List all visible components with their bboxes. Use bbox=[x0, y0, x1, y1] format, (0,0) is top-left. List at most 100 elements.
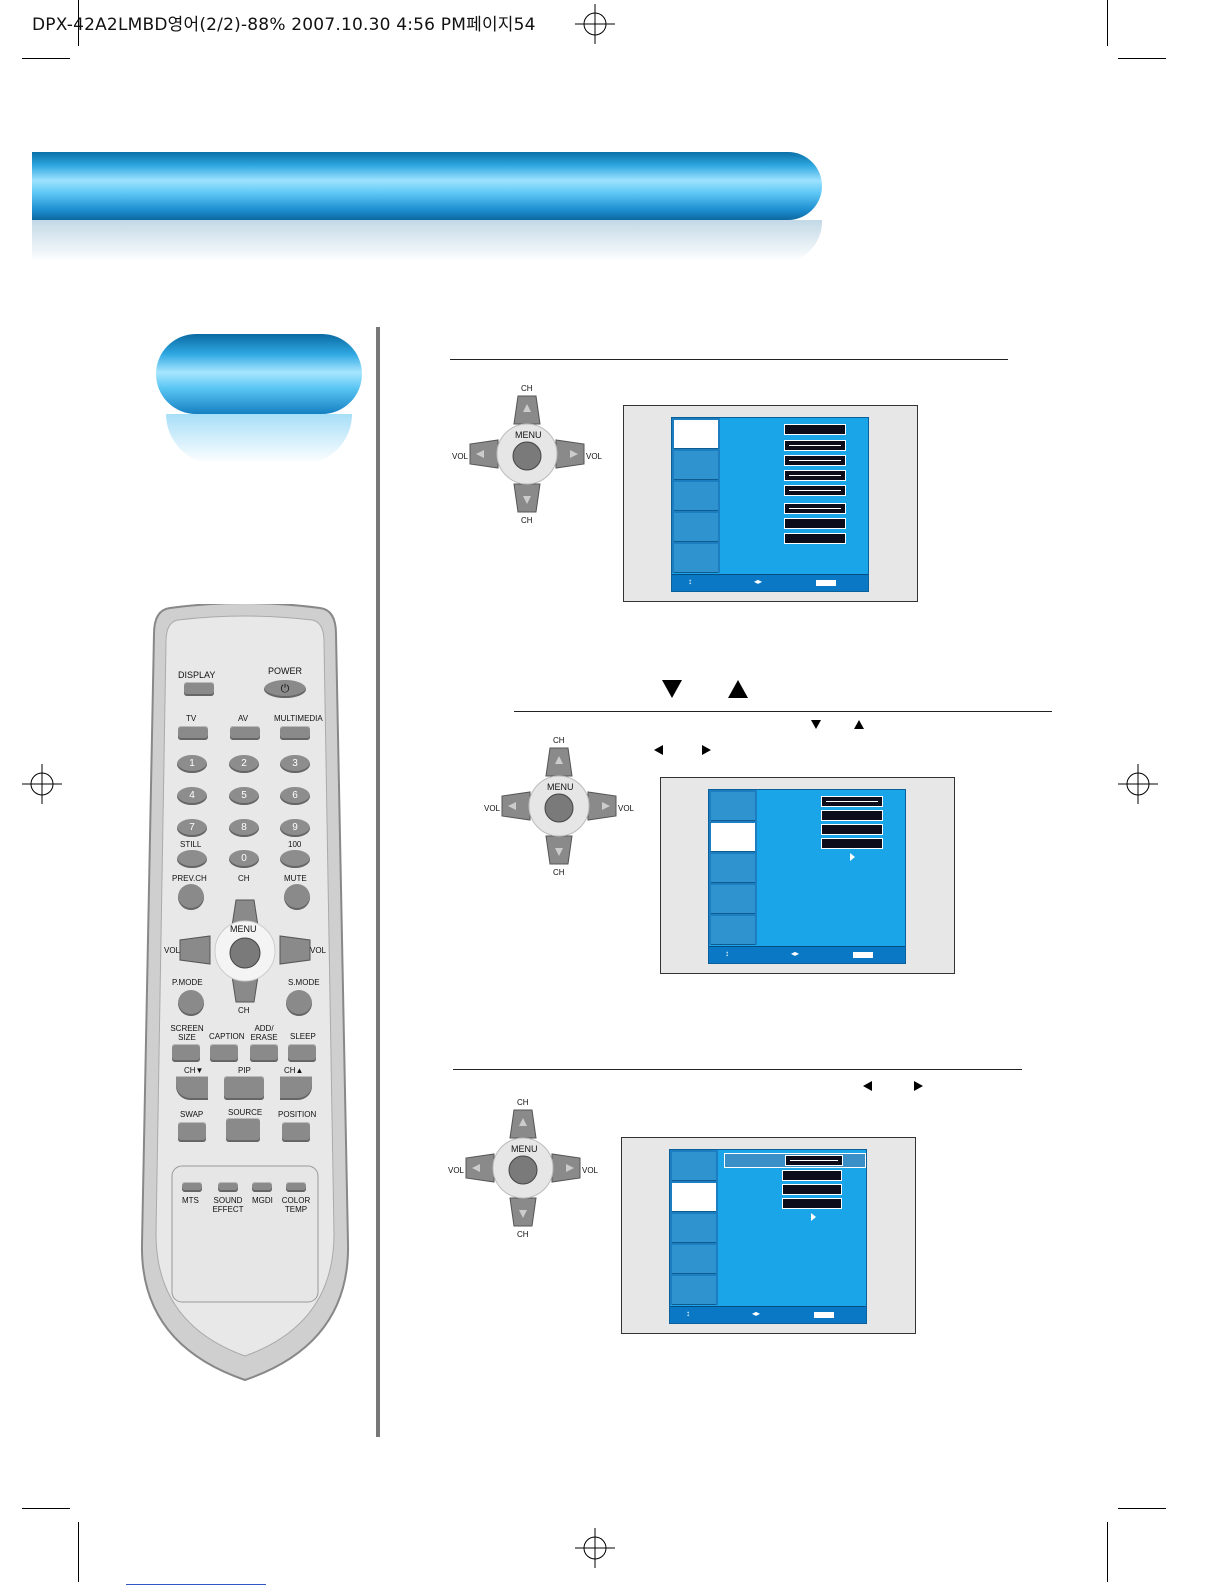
osd-tab-screen-icon bbox=[672, 1214, 716, 1243]
osd-footer: ↕ ◂▸ bbox=[670, 1306, 866, 1323]
osd-menu-panel: ↕ ◂▸ bbox=[669, 1149, 867, 1324]
left-arrow-icon bbox=[863, 1081, 872, 1091]
digit-8-button[interactable]: 8 bbox=[229, 819, 259, 837]
dpad-graphic bbox=[469, 395, 585, 513]
leftright-icon: ◂▸ bbox=[754, 577, 763, 586]
osd-tab-channel-icon bbox=[672, 1276, 716, 1305]
column-divider bbox=[376, 327, 380, 1437]
sleep-label: SLEEP bbox=[290, 1032, 316, 1041]
osd-tab-picture-icon bbox=[672, 1152, 716, 1181]
osd-slider bbox=[784, 470, 846, 481]
digit-4-button[interactable]: 4 bbox=[177, 787, 207, 805]
screen-size-button[interactable] bbox=[172, 1044, 200, 1062]
right-arrow-icon bbox=[914, 1081, 923, 1091]
osd-tab-setup-icon bbox=[672, 1245, 716, 1274]
ch-label: CH bbox=[238, 874, 250, 883]
ch-label: CH bbox=[238, 1006, 250, 1015]
osd-slider bbox=[784, 455, 846, 466]
osd-slider bbox=[784, 440, 846, 451]
remote-dpad-icon bbox=[179, 899, 311, 1003]
osd-field bbox=[784, 518, 846, 529]
prev-ch-button[interactable] bbox=[178, 884, 204, 910]
ch-up-label: CH▲ bbox=[284, 1066, 304, 1075]
banner-reflection bbox=[32, 220, 822, 262]
power-button[interactable]: ⏻ bbox=[264, 680, 306, 698]
sleep-button[interactable] bbox=[288, 1044, 316, 1062]
add-erase-label: ADD/ ERASE bbox=[250, 1024, 278, 1042]
step-rule bbox=[453, 1069, 1022, 1070]
crop-mark bbox=[1107, 1522, 1108, 1582]
digit-1-button[interactable]: 1 bbox=[177, 755, 207, 773]
osd-tab-setup-icon bbox=[674, 513, 718, 542]
s-mode-button[interactable] bbox=[286, 990, 312, 1016]
dpad-vol-label: VOL bbox=[586, 452, 603, 461]
digit-0-button[interactable]: 0 bbox=[229, 850, 259, 868]
updown-icon: ↕ bbox=[725, 949, 729, 958]
mts-button[interactable] bbox=[182, 1182, 202, 1192]
pill-reflection bbox=[166, 414, 352, 464]
sound-effect-button[interactable] bbox=[218, 1182, 238, 1192]
position-button[interactable] bbox=[282, 1122, 310, 1142]
dpad-menu-label: MENU bbox=[511, 1144, 538, 1154]
p-mode-button[interactable] bbox=[178, 990, 204, 1016]
osd-exit-key bbox=[853, 952, 873, 958]
osd-tab-screen-icon bbox=[711, 854, 755, 883]
crop-mark bbox=[1118, 1508, 1166, 1509]
digit-2-button[interactable]: 2 bbox=[229, 755, 259, 773]
mgdi-button[interactable] bbox=[252, 1182, 272, 1192]
hundred-button[interactable] bbox=[280, 850, 310, 868]
leftright-icon: ◂▸ bbox=[791, 949, 800, 958]
ch-up-button[interactable] bbox=[280, 1076, 312, 1100]
osd-tab-channel-icon bbox=[711, 916, 755, 945]
power-label: POWER bbox=[268, 666, 303, 676]
crop-mark bbox=[78, 1522, 79, 1582]
add-erase-button[interactable] bbox=[250, 1044, 278, 1062]
digit-5-button[interactable]: 5 bbox=[229, 787, 259, 805]
tv-button[interactable] bbox=[178, 726, 208, 740]
updown-icon: ↕ bbox=[686, 1309, 690, 1318]
source-button[interactable] bbox=[226, 1118, 260, 1142]
registration-mark-icon bbox=[575, 1528, 615, 1568]
submenu-arrow-icon bbox=[811, 1213, 816, 1221]
display-button[interactable] bbox=[184, 682, 214, 696]
av-button[interactable] bbox=[230, 726, 260, 740]
color-temp-button[interactable] bbox=[286, 1182, 306, 1192]
osd-tab-sound-icon bbox=[672, 1183, 716, 1212]
crop-mark bbox=[78, 0, 79, 46]
remote-control: DISPLAY POWER ⏻ TV AV MULTIMEDIA 1 2 3 4… bbox=[140, 604, 350, 1384]
pip-button[interactable] bbox=[224, 1076, 264, 1100]
osd-tab-sound-icon bbox=[674, 451, 718, 480]
dpad-ch-label: CH bbox=[553, 736, 565, 745]
osd-tab-sound-icon bbox=[711, 823, 755, 852]
mute-button[interactable] bbox=[284, 884, 310, 910]
osd-slider bbox=[821, 796, 883, 807]
digit-7-button[interactable]: 7 bbox=[177, 819, 207, 837]
osd-tab-channel-icon bbox=[674, 544, 718, 573]
left-arrow-icon bbox=[654, 745, 663, 755]
osd-side-menu bbox=[709, 790, 757, 945]
caption-button[interactable] bbox=[210, 1044, 238, 1062]
ch-down-button[interactable] bbox=[176, 1076, 208, 1100]
down-arrow-icon bbox=[811, 720, 821, 729]
remote-menu-label: MENU bbox=[230, 924, 257, 934]
osd-tab-picture-icon bbox=[674, 420, 718, 449]
swap-button[interactable] bbox=[178, 1122, 206, 1142]
mts-label: MTS bbox=[182, 1196, 199, 1205]
digit-9-button[interactable]: 9 bbox=[280, 819, 310, 837]
remote-vol-label: VOL bbox=[310, 946, 327, 955]
av-label: AV bbox=[238, 714, 249, 723]
osd-side-menu bbox=[672, 418, 720, 573]
crop-mark bbox=[22, 58, 70, 59]
dpad-vol-label: VOL bbox=[484, 804, 501, 813]
digit-3-button[interactable]: 3 bbox=[280, 755, 310, 773]
dpad-diagram: CH MENU VOL VOL CH bbox=[452, 384, 603, 525]
digit-6-button[interactable]: 6 bbox=[280, 787, 310, 805]
crop-mark bbox=[22, 1508, 70, 1509]
osd-tab-picture-icon bbox=[711, 792, 755, 821]
remote-vol-label: VOL bbox=[164, 946, 181, 955]
multimedia-button[interactable] bbox=[280, 726, 310, 740]
osd-field bbox=[784, 533, 846, 544]
osd-highlight-row bbox=[724, 1153, 866, 1168]
still-button[interactable] bbox=[177, 850, 207, 868]
osd-footer: ↕ ◂▸ bbox=[709, 946, 905, 963]
